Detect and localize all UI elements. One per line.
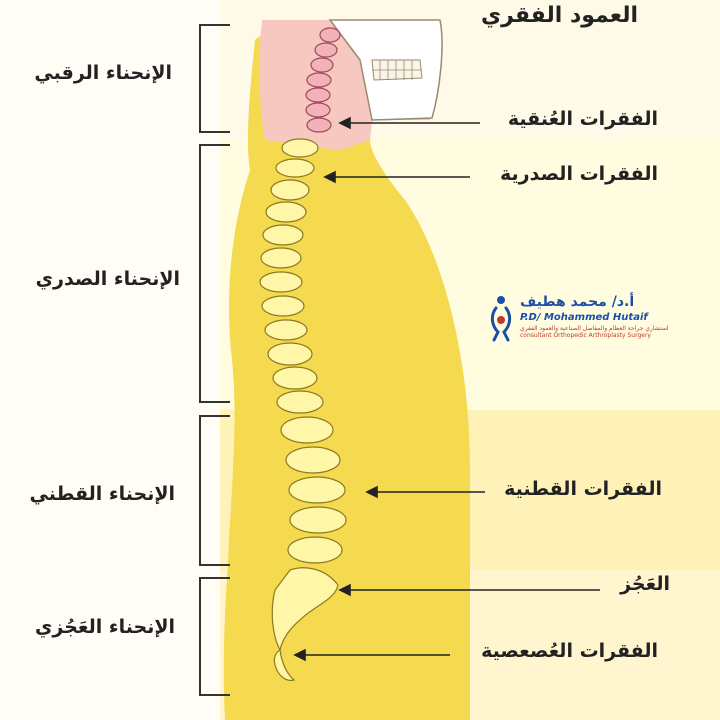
label-cervical-curvature: الإنحناء الرقبي: [34, 62, 172, 84]
watermark-subtitle-ar: استشاري جراحة العظام والمفاصل الصناعية و…: [520, 325, 669, 332]
diagram-title: العمود الفقري: [480, 3, 638, 28]
label-thoracic-curvature: الإنحناء الصدري: [35, 268, 180, 290]
lumbar-vertebrae: [280, 416, 347, 564]
cervical-vertebrae: [305, 27, 341, 133]
coccyx-bone: [273, 649, 296, 681]
label-sacrum: العَجُز: [620, 573, 670, 595]
sacrum-bone: [271, 567, 339, 652]
label-thoracic-vertebrae: الفقرات الصدرية: [500, 163, 658, 185]
watermark-name-ar: أ.د/ محمد هطيف: [520, 294, 635, 310]
watermark-subtitle-en: consultant Orthopedic Arthroplasty Surge…: [520, 332, 651, 339]
label-sacral-curvature: الإنحناء العَجُزي: [34, 616, 175, 638]
label-lumbar-vertebrae: الفقرات القطنية: [504, 478, 662, 500]
label-lumbar-curvature: الإنحناء القطني: [29, 483, 175, 505]
label-coccyx: الفقرات العُصعصية: [481, 640, 658, 662]
watermark-name-en: P.D/ Mohammed Hutaif: [520, 312, 648, 323]
spine-logo-icon: [490, 296, 512, 342]
thoracic-vertebrae: [259, 138, 324, 414]
watermark-logo: أ.د/ محمد هطيف P.D/ Mohammed Hutaif استش…: [486, 292, 669, 352]
label-arrows: [293, 116, 600, 662]
label-cervical-vertebrae: الفقرات العُنقية: [507, 108, 658, 130]
curvature-brackets: [199, 24, 230, 696]
